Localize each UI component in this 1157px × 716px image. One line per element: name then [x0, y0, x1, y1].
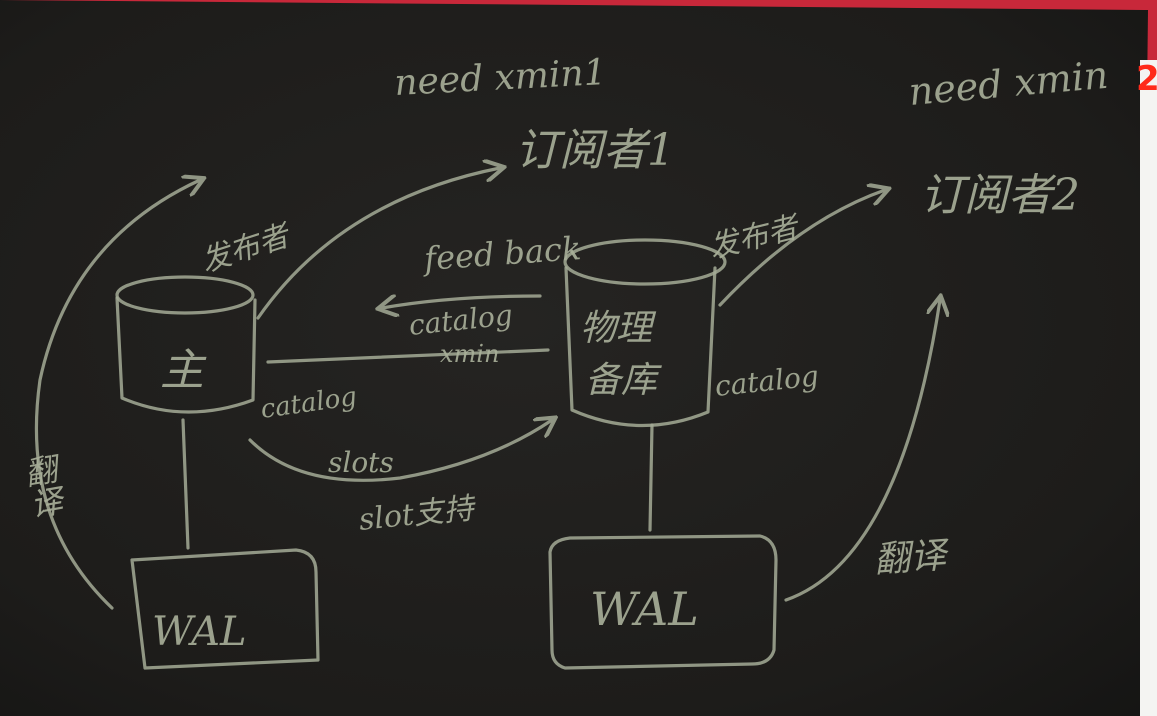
- subscriber-2-label: 订阅者2: [920, 170, 1080, 221]
- slots-arrow: [248, 420, 552, 482]
- standby-label-line2: 备库: [585, 360, 662, 401]
- primary-to-wal-line: [181, 418, 190, 550]
- primary-standby-line: [266, 348, 550, 364]
- right-white-edge: [1140, 60, 1157, 716]
- translate-right-label: 翻译: [873, 535, 952, 581]
- slots-label: slots: [328, 446, 394, 479]
- publisher-right-arrow: [718, 190, 885, 307]
- subscriber-1-label: 订阅者1: [515, 125, 675, 176]
- feedback-arrow: [382, 296, 542, 308]
- wal-right-box: [548, 534, 778, 670]
- standby-label-line1: 物理: [580, 308, 657, 349]
- translate-right-arrow: [784, 300, 940, 602]
- xmin-label: xmin: [440, 340, 499, 368]
- primary-db-label: 主: [160, 345, 207, 396]
- primary-db-cylinder: [115, 275, 257, 414]
- standby-to-wal-line: [648, 423, 654, 532]
- translate-left-arrow: [34, 180, 200, 610]
- publisher-left-arrow: [256, 168, 500, 320]
- wal-right-label: WAL: [590, 582, 699, 636]
- standby-db-cylinder: [563, 238, 727, 428]
- wal-left-label: WAL: [152, 609, 247, 655]
- wal-left-box: [130, 548, 320, 670]
- edge-digit: 2: [1136, 59, 1157, 99]
